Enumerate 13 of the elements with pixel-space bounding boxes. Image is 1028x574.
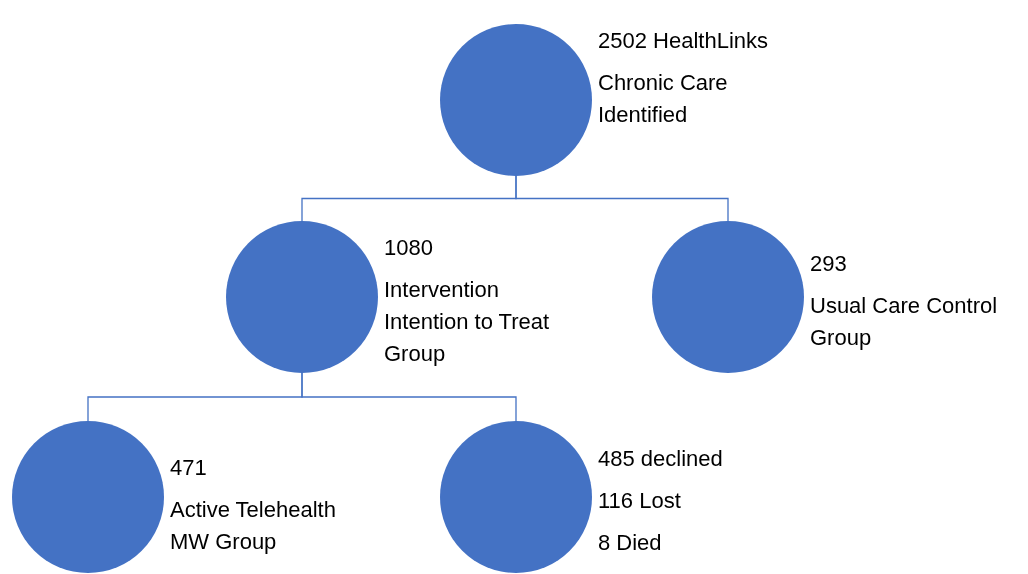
node-label: Intervention Intention to Treat Group	[384, 276, 551, 368]
node-label: 485 declined	[598, 445, 724, 473]
connector-line	[515, 175, 729, 222]
node-label: 471	[170, 454, 208, 482]
node-label: 1080	[384, 234, 434, 262]
node-label: Active Telehealth MW Group	[170, 496, 337, 556]
node-label: 8 Died	[598, 529, 663, 557]
connector-line	[301, 372, 517, 422]
node-label: Chronic Care Identified	[598, 69, 729, 129]
node-label: 293	[810, 250, 848, 278]
node-label: 116 Lost	[598, 487, 682, 515]
node-label: Usual Care Control Group	[810, 292, 999, 352]
node-label: 2502 HealthLinks	[598, 27, 769, 55]
